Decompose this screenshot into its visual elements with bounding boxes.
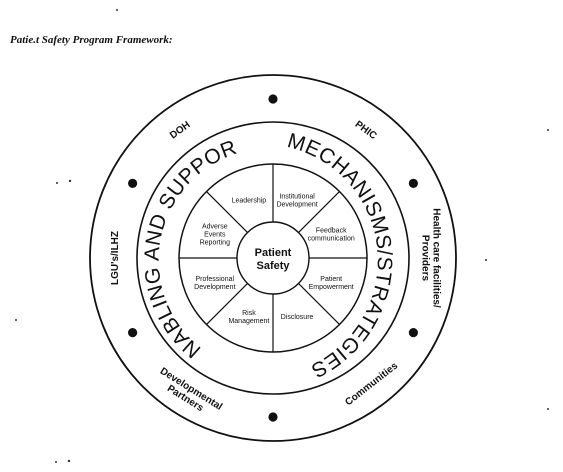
segment-divider <box>206 191 248 233</box>
segment-label-line: Professional <box>196 276 235 283</box>
stakeholder-label: DevelopmentalPartners <box>152 366 224 422</box>
scan-speck <box>485 259 487 261</box>
scan-speck <box>15 319 17 321</box>
stakeholder-label: Communities <box>343 360 400 408</box>
ring-dot <box>128 178 138 188</box>
segment-label-line: Management <box>228 318 269 325</box>
segment-label-line: Disclosure <box>281 314 314 321</box>
segment-label-line: Institutional <box>279 194 315 201</box>
scan-speck <box>547 129 549 131</box>
segment-label-line: Reporting <box>200 240 230 247</box>
stakeholder-label-line: Providers <box>420 235 431 282</box>
segment-label-line: Empowerment <box>309 284 354 291</box>
stakeholder-label-line: DOH <box>168 119 192 141</box>
stakeholder-label: Health care facilities/Providers <box>420 208 442 308</box>
segment-label-line: Feedback <box>316 228 347 235</box>
segment-divider <box>298 283 340 325</box>
core-text-line: Safety <box>256 260 290 272</box>
stakeholder-label: PHIC <box>353 119 379 142</box>
segment-label-line: Development <box>194 284 235 291</box>
scan-speck <box>547 408 549 410</box>
scan-speck <box>67 459 71 463</box>
segment-label: Leadership <box>232 198 267 205</box>
outer-ring-dots <box>128 94 418 422</box>
strategy-ring <box>136 121 410 395</box>
page-title: Patie.t Safety Program Framework: <box>10 34 173 46</box>
scan-speck <box>116 9 118 11</box>
ring-dot <box>408 328 418 338</box>
stakeholder-label: DOH <box>168 119 192 141</box>
segment-label-line: communication <box>308 236 355 243</box>
segment-dividers <box>179 164 367 352</box>
stakeholder-label-line: Communities <box>343 360 400 408</box>
segment-label-line: Development <box>276 202 317 209</box>
segment-divider <box>298 191 340 233</box>
segment-label-line: Risk <box>242 310 256 317</box>
scan-speck <box>68 179 72 183</box>
scan-speck <box>55 461 57 463</box>
core-text-line: Patient <box>255 247 292 259</box>
stakeholder-label-line: LGU's/ILHZ <box>110 231 121 285</box>
stakeholder-label-line: Health care facilities/ <box>431 208 442 308</box>
ring-dot <box>408 178 418 188</box>
ring-dot <box>268 412 278 422</box>
segment-label-line: Patient <box>320 276 342 283</box>
stakeholder-label-line: PHIC <box>353 119 379 142</box>
strategy-label-left: ENABLING AND SUPPORT <box>0 0 240 362</box>
ring-dot <box>128 328 138 338</box>
ring-dot <box>268 94 278 104</box>
segment-label: Disclosure <box>281 314 314 321</box>
segment-divider <box>206 283 248 325</box>
segment-label-line: Events <box>204 232 226 239</box>
segment-label-line: Leadership <box>232 198 267 205</box>
outer-ring <box>89 74 457 442</box>
stakeholder-label: LGU's/ILHZ <box>110 231 121 285</box>
segment-label-line: Adverse <box>202 224 228 231</box>
scan-speck <box>56 182 58 184</box>
